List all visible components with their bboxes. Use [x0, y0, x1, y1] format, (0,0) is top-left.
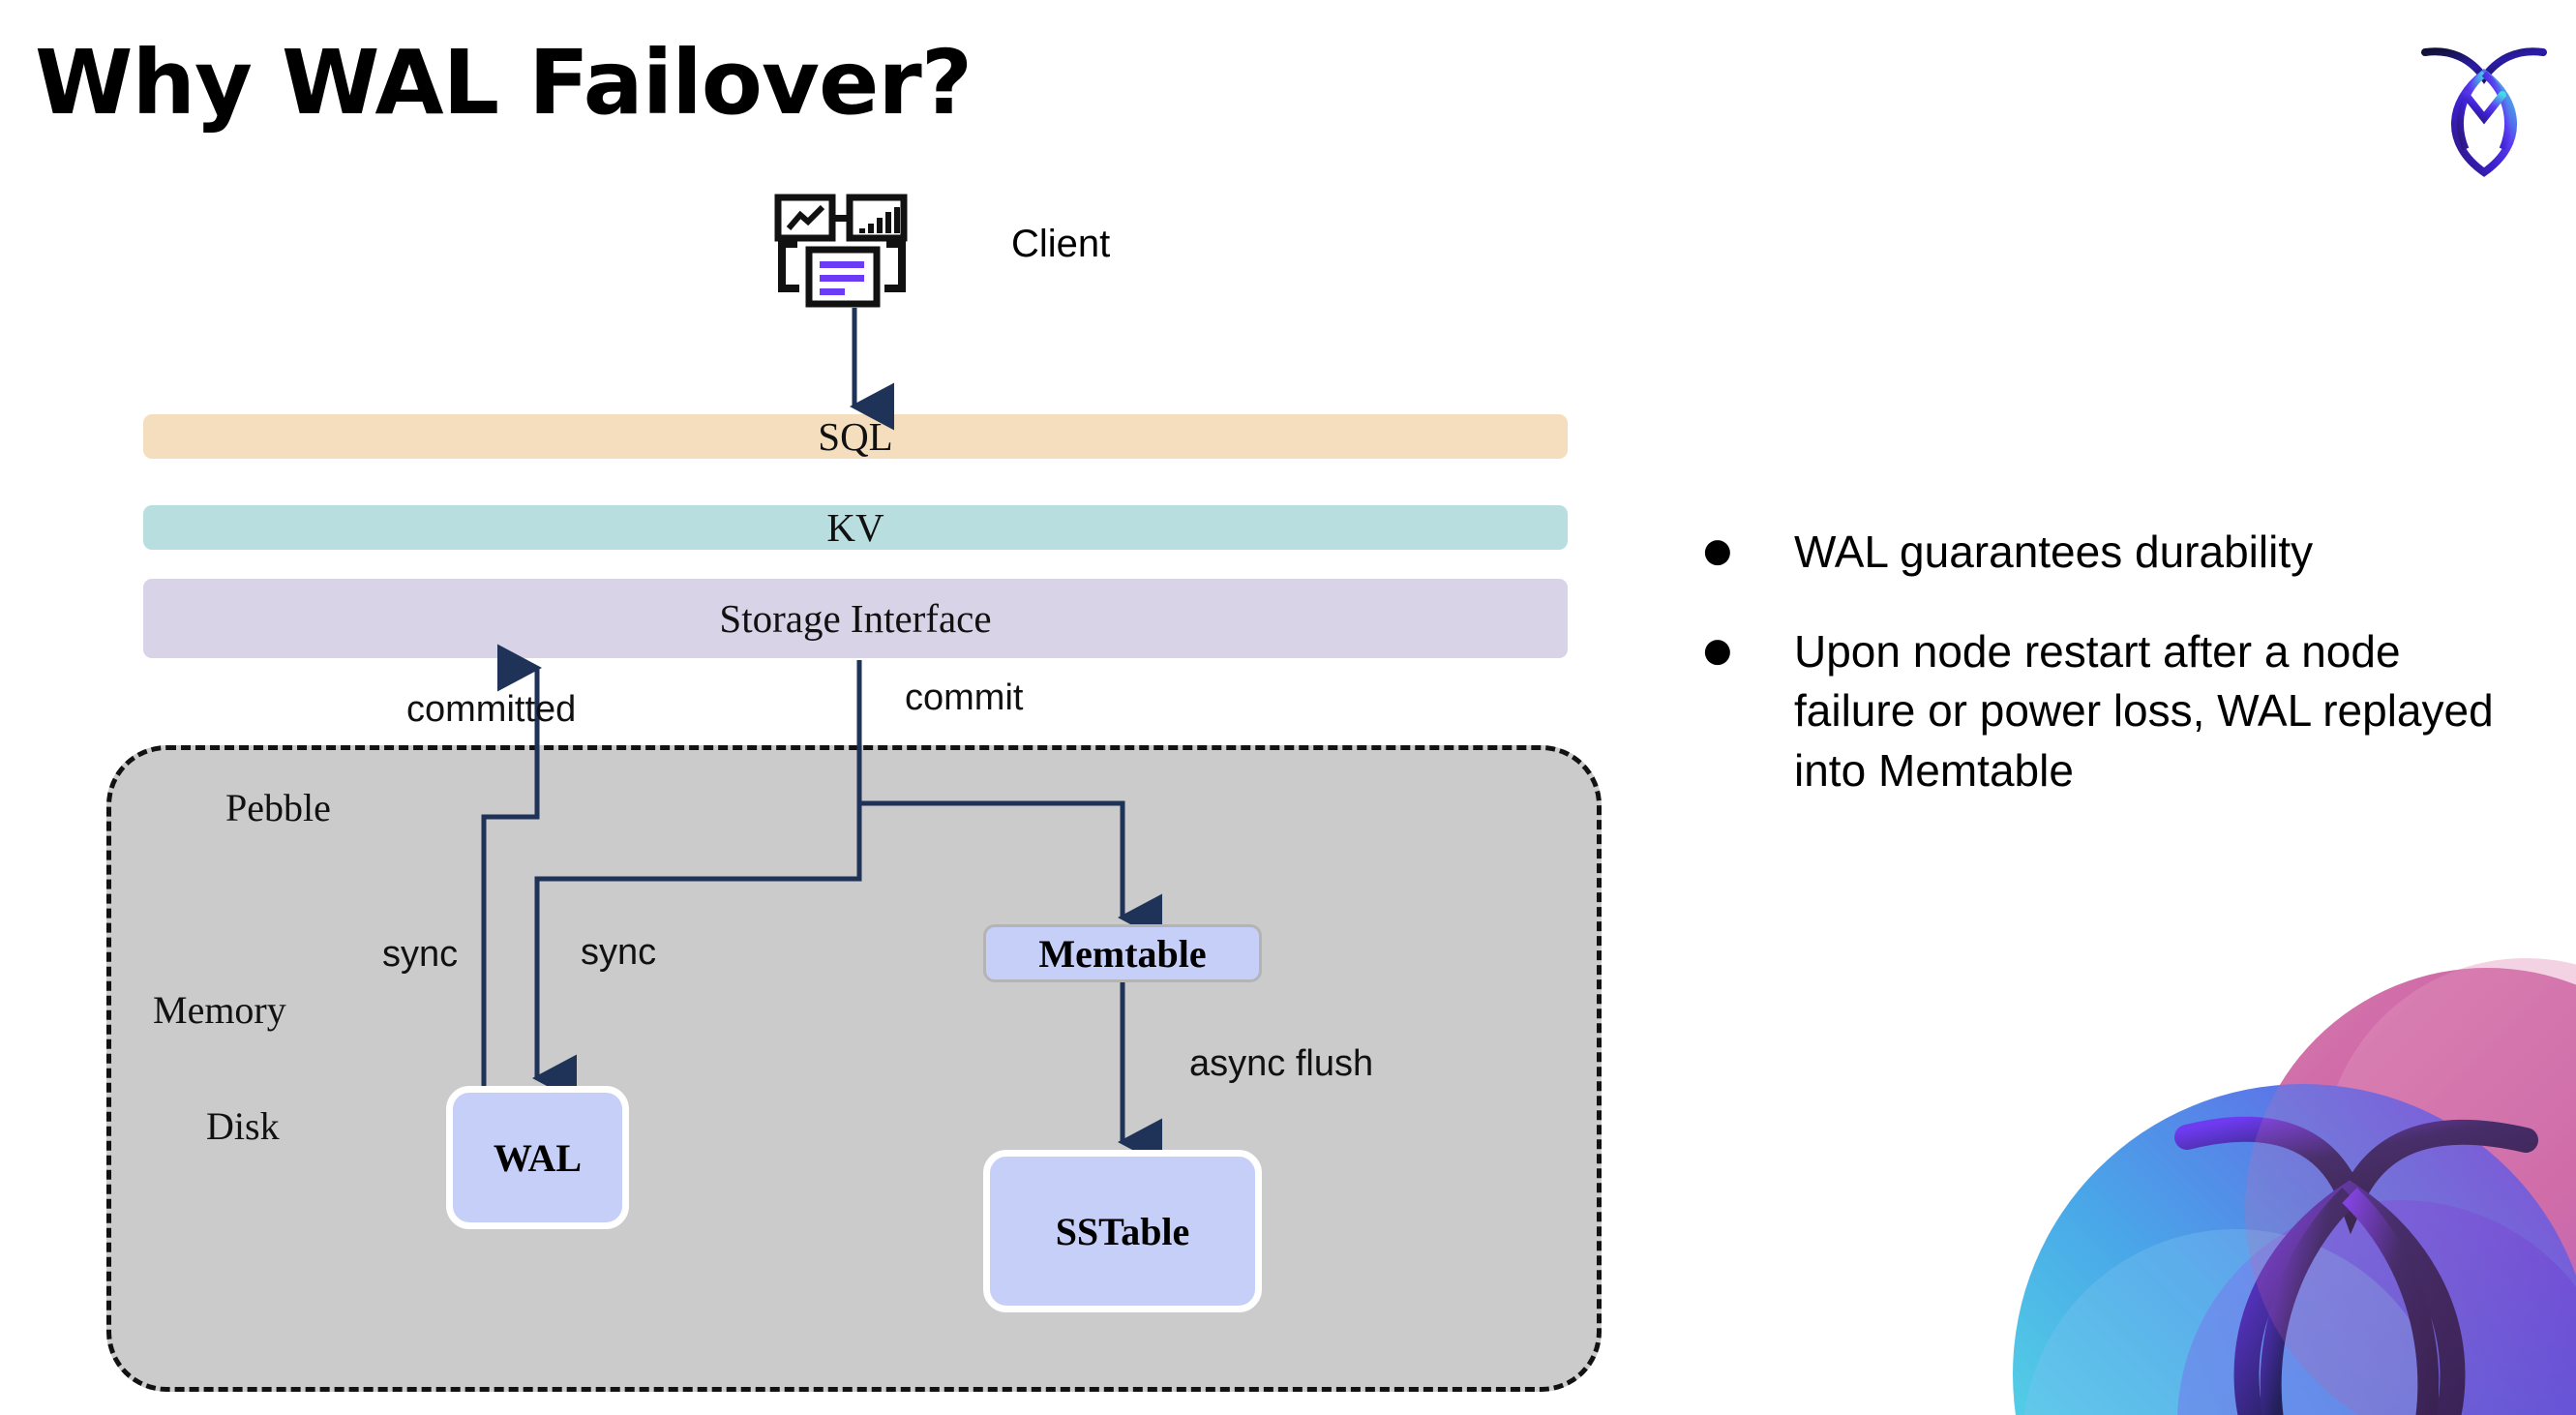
client-label: Client: [1011, 223, 1111, 265]
layer-bar-kv-label: KV: [826, 505, 884, 550]
edge-label-committed: committed: [406, 689, 577, 730]
bullet-text: Upon node restart after a node failure o…: [1794, 626, 2494, 796]
pebble-label: Pebble: [225, 786, 331, 829]
edge-label-sync-left: sync: [382, 934, 459, 975]
layer-bar-kv: KV: [143, 505, 1568, 550]
node-sstable-label: SSTable: [1055, 1209, 1190, 1253]
bullet-list: ● WAL guarantees durability ● Upon node …: [1703, 523, 2516, 841]
pebble-container: [106, 745, 1602, 1392]
bullet-text: WAL guarantees durability: [1794, 527, 2314, 577]
layer-bar-sql: SQL: [143, 414, 1568, 459]
node-wal: WAL: [446, 1086, 629, 1229]
node-memtable: Memtable: [983, 924, 1262, 982]
client-monitor-icon: [774, 194, 929, 310]
decorative-circles: [1945, 919, 2576, 1415]
disk-label: Disk: [206, 1104, 280, 1148]
list-item: ● Upon node restart after a node failure…: [1703, 622, 2516, 800]
edge-label-commit: commit: [905, 677, 1024, 718]
memory-label: Memory: [153, 988, 286, 1032]
layer-bar-sql-label: SQL: [818, 414, 893, 459]
list-item: ● WAL guarantees durability: [1703, 523, 2516, 582]
cockroach-logo-icon: [2411, 31, 2557, 178]
node-memtable-label: Memtable: [1038, 931, 1207, 976]
node-sstable: SSTable: [983, 1150, 1262, 1312]
edge-label-async-flush: async flush: [1189, 1043, 1374, 1084]
layer-bar-storage-interface-label: Storage Interface: [719, 596, 992, 641]
bullet-marker-icon: ●: [1703, 631, 1732, 671]
node-wal-label: WAL: [493, 1135, 583, 1180]
layer-bar-storage-interface: Storage Interface: [143, 579, 1568, 658]
page-title: Why WAL Failover?: [35, 31, 973, 135]
bullet-marker-icon: ●: [1703, 531, 1732, 570]
edge-label-sync-right: sync: [581, 932, 657, 973]
